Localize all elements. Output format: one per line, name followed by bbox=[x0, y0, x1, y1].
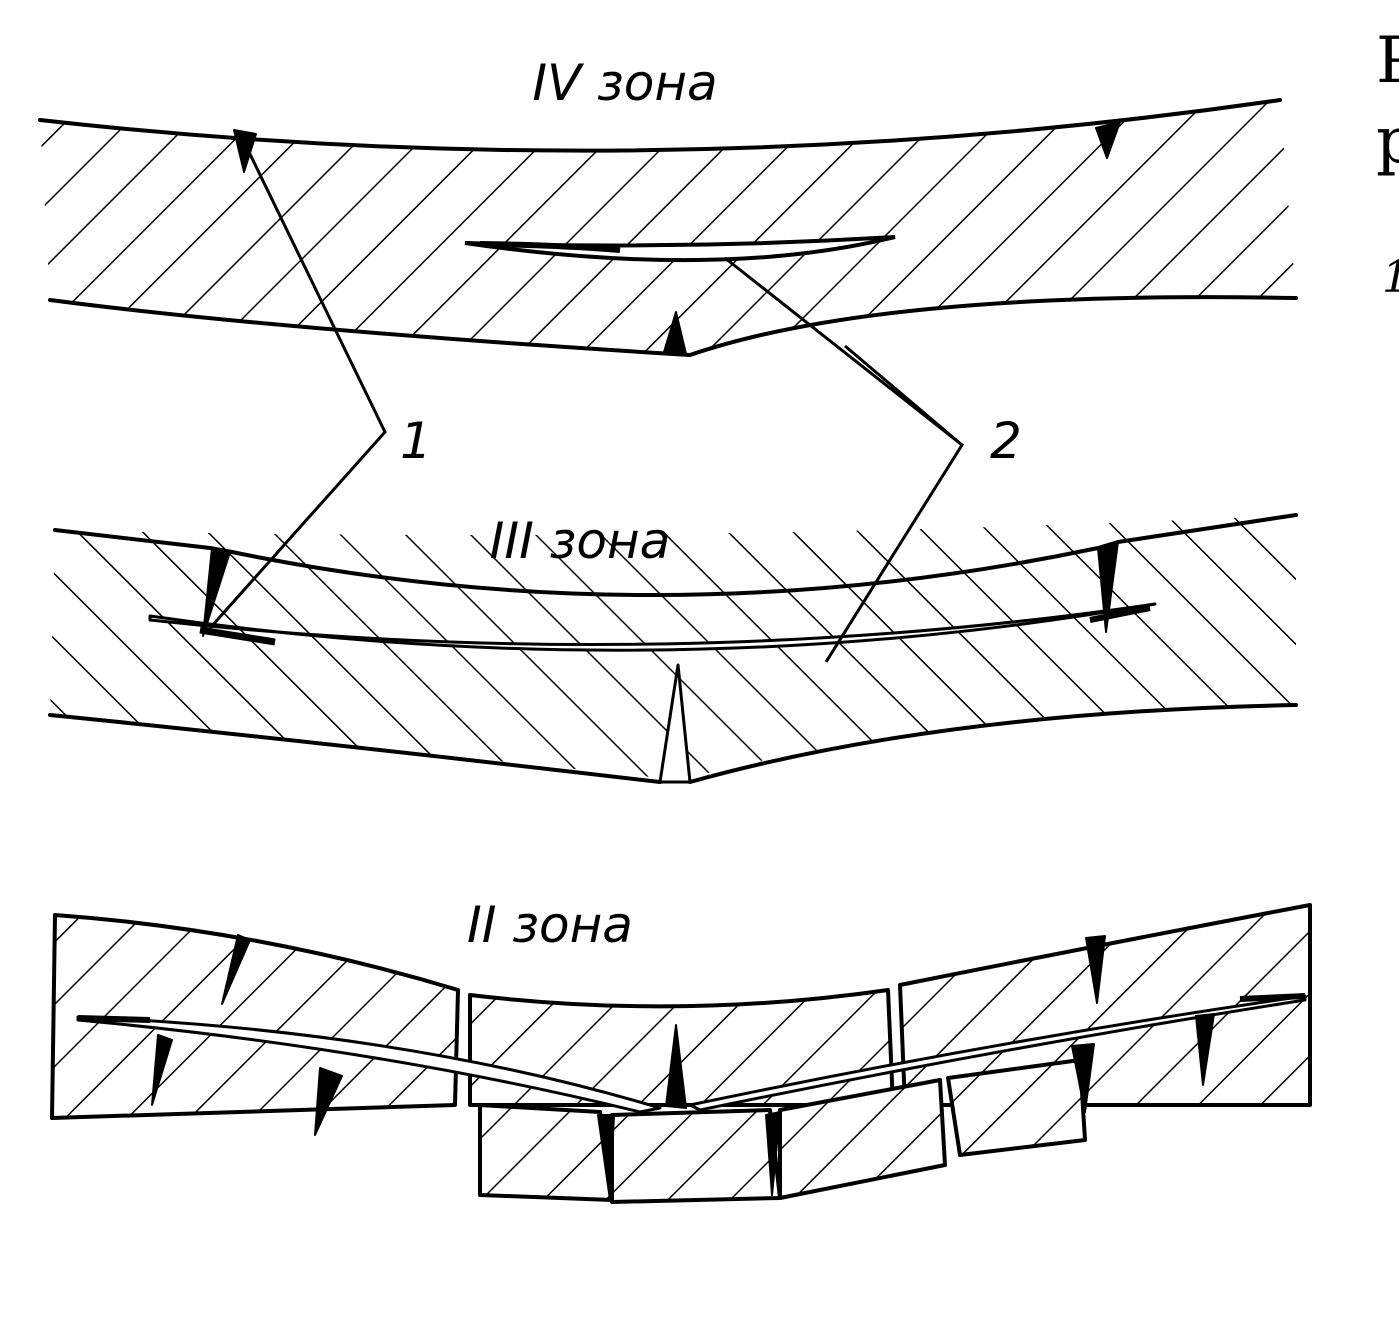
zone-2-layer: II зона bbox=[50, 896, 1312, 1204]
zone-3-top-edge bbox=[53, 513, 1298, 597]
zone-2-block bbox=[468, 988, 895, 1107]
zone-2-crack bbox=[765, 1111, 781, 1196]
clipped-caption-line-1: Р bbox=[1376, 24, 1399, 98]
zone-2-crack-center bbox=[665, 1024, 687, 1109]
callout-1-label: 1 bbox=[400, 412, 432, 470]
zone-2-separation-left bbox=[76, 1015, 662, 1114]
zone-2-block bbox=[778, 1078, 947, 1200]
zone-2-block bbox=[478, 1103, 614, 1202]
zone-2-separation-right bbox=[688, 994, 1307, 1112]
callout-2-label: 2 bbox=[990, 412, 1022, 470]
zone-4-crack-right bbox=[1095, 121, 1121, 159]
clipped-caption: Р р 1 bbox=[1376, 24, 1399, 303]
zone-2-crack bbox=[1071, 1043, 1095, 1113]
zone-3-label: III зона bbox=[490, 512, 671, 570]
zone-2-crack bbox=[314, 1067, 343, 1136]
zone-4-top-edge bbox=[38, 98, 1282, 153]
zone-4-stratum bbox=[40, 100, 1296, 355]
zone-2-crack bbox=[597, 1114, 615, 1201]
zone-3-crack-right bbox=[1097, 541, 1119, 633]
leader-line-2-branch bbox=[844, 344, 963, 447]
zone-2-block bbox=[610, 1108, 782, 1204]
zone-2-label: II зона bbox=[467, 896, 633, 954]
zone-4-label: IV зона bbox=[532, 54, 717, 112]
zone-2-crack bbox=[1195, 1013, 1215, 1086]
zone-3-separation bbox=[148, 602, 1157, 652]
zone-2-block bbox=[946, 1058, 1087, 1157]
zone-3-crack-center bbox=[658, 663, 692, 784]
zone-2-block bbox=[50, 913, 460, 1120]
callout-1: 1 bbox=[208, 149, 432, 629]
callout-2: 2 bbox=[724, 256, 1022, 663]
leader-line-1 bbox=[208, 149, 387, 629]
clipped-caption-line-3: 1 bbox=[1382, 252, 1399, 303]
zone-3-crack-left bbox=[202, 547, 231, 637]
zone-2-crack bbox=[1085, 935, 1106, 1004]
zone-4-separation bbox=[464, 235, 896, 263]
zone-3-layer: III зона bbox=[48, 512, 1298, 784]
zone-4-bottom-edge bbox=[48, 295, 1298, 357]
clipped-caption-line-2: р bbox=[1376, 104, 1399, 178]
zone-2-crack bbox=[151, 1034, 173, 1106]
zone-4-layer: IV зона bbox=[38, 54, 1298, 357]
zone-3-bottom-edge bbox=[48, 703, 1298, 784]
zone-2-crack bbox=[221, 934, 251, 1005]
zone-4-crack-bottom bbox=[663, 311, 687, 355]
